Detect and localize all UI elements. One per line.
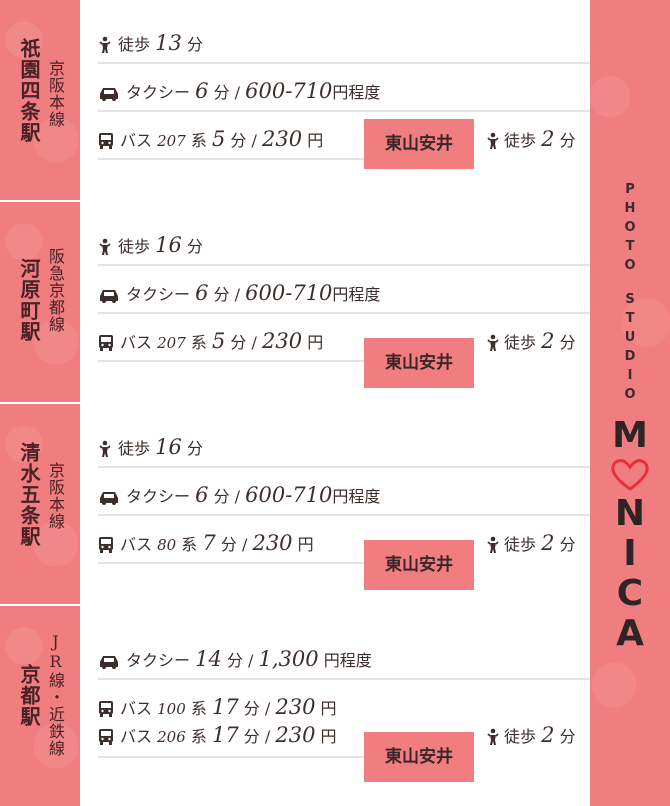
bus-route: バス 206 系 17 分 / 230 円 (98, 724, 337, 746)
bus-route: バス 100 系 17 分 / 230 円 (98, 696, 337, 718)
divider (98, 678, 590, 680)
station-line: 京阪本線 (46, 60, 65, 128)
walking-person-icon (99, 36, 111, 53)
bus-route: バス 207 系 5 分 / 230 円 (98, 330, 323, 352)
divider (98, 514, 590, 516)
walk-after-bus: 徒歩 2 分 (486, 330, 576, 352)
walking-person-icon (487, 132, 499, 149)
bus-route: バス 80 系 7 分 / 230 円 (98, 532, 314, 554)
destination-label: 東山安井 (364, 119, 474, 169)
bus-icon (99, 335, 113, 351)
walk-route: 徒歩 16 分 (98, 234, 203, 256)
brand-photo-word: P H O T O (624, 182, 636, 273)
taxi-route: タクシー 6 分 / 600-710円程度 (98, 80, 380, 102)
taxi-car-icon (100, 88, 118, 101)
walk-route: 徒歩 16 分 (98, 436, 203, 458)
walking-person-icon (487, 536, 499, 553)
bus-icon (99, 701, 113, 717)
station-line: JR線・近鉄線 (46, 632, 65, 757)
station-line: 阪急京都線 (46, 248, 65, 333)
divider (98, 110, 590, 112)
walk-after-bus: 徒歩 2 分 (486, 128, 576, 150)
station-block-kawaramachi: 河原町駅 阪急京都線 (0, 202, 80, 402)
divider (98, 562, 364, 564)
taxi-route: タクシー 14 分 / 1,300 円程度 (98, 648, 372, 670)
walk-route: 徒歩 13 分 (98, 32, 203, 54)
brand-studio-word: S T U D I O (624, 292, 636, 402)
walking-person-icon (487, 334, 499, 351)
divider (98, 466, 590, 468)
brand-monica-logo: M N I C A (600, 416, 660, 654)
divider (98, 312, 590, 314)
divider (98, 264, 590, 266)
divider (98, 62, 590, 64)
station-name: 河原町駅 (17, 258, 41, 342)
station-block-gion: 祇園四条駅 京阪本線 (0, 0, 80, 200)
brand-sidebar: P H O T O S T U D I O M N I C A (590, 0, 670, 806)
station-line: 京阪本線 (46, 462, 65, 530)
bus-icon (99, 537, 113, 553)
station-name: 清水五条駅 (17, 442, 41, 547)
bus-route: バス 207 系 5 分 / 230 円 (98, 128, 323, 150)
divider (98, 756, 364, 758)
destination-label: 東山安井 (364, 338, 474, 388)
bus-icon (99, 133, 113, 149)
heart-icon (611, 459, 649, 491)
taxi-car-icon (100, 492, 118, 505)
station-block-kiyomizu: 清水五条駅 京阪本線 (0, 404, 80, 604)
taxi-car-icon (100, 656, 118, 669)
walk-after-bus: 徒歩 2 分 (486, 532, 576, 554)
divider (98, 158, 364, 160)
station-name: 祇園四条駅 (17, 38, 41, 143)
bus-icon (99, 729, 113, 745)
taxi-route: タクシー 6 分 / 600-710円程度 (98, 484, 380, 506)
station-block-kyoto: 京都駅 JR線・近鉄線 (0, 606, 80, 806)
taxi-route: タクシー 6 分 / 600-710円程度 (98, 282, 380, 304)
taxi-car-icon (100, 290, 118, 303)
walking-person-icon (99, 238, 111, 255)
walk-after-bus: 徒歩 2 分 (486, 724, 576, 746)
station-name: 京都駅 (17, 664, 41, 727)
walking-person-icon (487, 728, 499, 745)
walking-person-icon (99, 440, 111, 457)
destination-label: 東山安井 (364, 732, 474, 782)
destination-label: 東山安井 (364, 540, 474, 590)
divider (98, 360, 364, 362)
